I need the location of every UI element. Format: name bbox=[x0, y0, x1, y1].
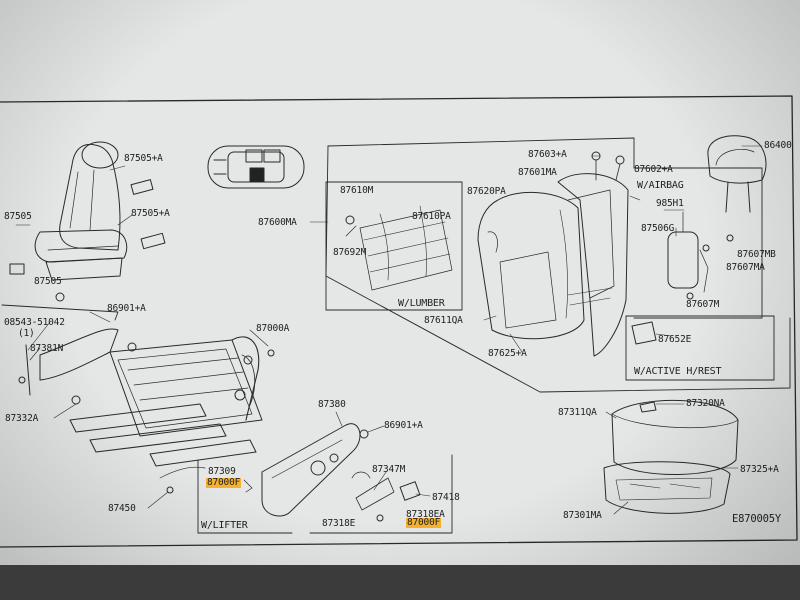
part-label: 87325+A bbox=[740, 464, 779, 475]
seat-back-section-outline bbox=[327, 137, 635, 169]
part-label: 87602+A bbox=[634, 164, 673, 175]
part-label: 87332A bbox=[5, 413, 39, 424]
part-label: 87380 bbox=[318, 399, 346, 410]
part-label: 86901+A bbox=[107, 303, 146, 314]
part-label: 08543-51042 bbox=[4, 317, 65, 328]
part-label: 87450 bbox=[108, 503, 136, 514]
part-label: 87311QA bbox=[558, 407, 597, 418]
headrest-illustration bbox=[707, 135, 767, 213]
diagram-code: E870005Y bbox=[732, 513, 781, 525]
lumber-box bbox=[325, 181, 463, 311]
part-label: 87625+A bbox=[488, 348, 527, 359]
active-rest-box bbox=[625, 315, 775, 381]
part-label: 87600MA bbox=[258, 217, 297, 228]
highlighted-part-label: 87000F bbox=[206, 477, 242, 488]
part-label: 87610PA bbox=[412, 211, 451, 222]
part-label: 87620PA bbox=[467, 186, 506, 197]
highlighted-part-label: 87000F bbox=[406, 517, 442, 528]
part-label: 87301MA bbox=[563, 510, 602, 521]
seat-cushion-illustration bbox=[603, 399, 739, 515]
part-label: 86901+A bbox=[384, 420, 423, 431]
part-label: 87506G bbox=[641, 223, 675, 234]
seat-back-frame-illustration bbox=[557, 151, 641, 357]
part-label: 87418 bbox=[432, 492, 460, 503]
part-label: 87601MA bbox=[518, 167, 557, 178]
part-label: 87611QA bbox=[424, 315, 463, 326]
lumber-illustration bbox=[345, 205, 453, 291]
part-label: 87652E bbox=[658, 334, 692, 345]
lifter-section-caption: W/LIFTER bbox=[201, 520, 248, 531]
monitor-bezel bbox=[0, 565, 800, 600]
airbag-illustration bbox=[667, 211, 734, 300]
part-label: 87610M bbox=[340, 185, 374, 196]
diagram-frame bbox=[0, 95, 798, 548]
part-label: 87505+A bbox=[124, 153, 163, 164]
seat-assembly-illustration bbox=[9, 141, 166, 302]
lumber-section-caption: W/LUMBER bbox=[398, 298, 445, 309]
active-rest-illustration bbox=[631, 321, 673, 345]
airbag-box bbox=[633, 167, 763, 319]
part-label: 87607M bbox=[686, 299, 720, 310]
seat-frame-illustration bbox=[18, 328, 275, 509]
airbag-section-caption: W/AIRBAG bbox=[637, 180, 684, 191]
part-label: 87309 bbox=[208, 466, 236, 477]
part-label: 87381N bbox=[30, 343, 64, 354]
part-label: (1) bbox=[18, 328, 35, 339]
part-label: 87505 bbox=[4, 211, 32, 222]
part-label: 87505+A bbox=[131, 208, 170, 219]
part-label: 87318E bbox=[322, 518, 356, 529]
part-label: 87505 bbox=[34, 276, 62, 287]
part-label: 87318EA bbox=[406, 509, 445, 520]
car-location-icon bbox=[207, 145, 305, 189]
part-label: 87320NA bbox=[686, 398, 725, 409]
part-label: 985H1 bbox=[656, 198, 684, 209]
seat-back-illustration bbox=[477, 191, 585, 340]
part-label: 87000A bbox=[256, 323, 290, 334]
leader-lines bbox=[27, 145, 763, 497]
part-label: 87607MB bbox=[737, 249, 776, 260]
part-label: 87607MA bbox=[726, 262, 765, 273]
part-label: 87692M bbox=[333, 247, 367, 258]
active-rest-section-caption: W/ACTIVE H/REST bbox=[634, 366, 722, 377]
part-label: 87347M bbox=[372, 464, 406, 475]
part-label: 87603+A bbox=[528, 149, 567, 160]
part-label: 86400 bbox=[764, 140, 792, 151]
